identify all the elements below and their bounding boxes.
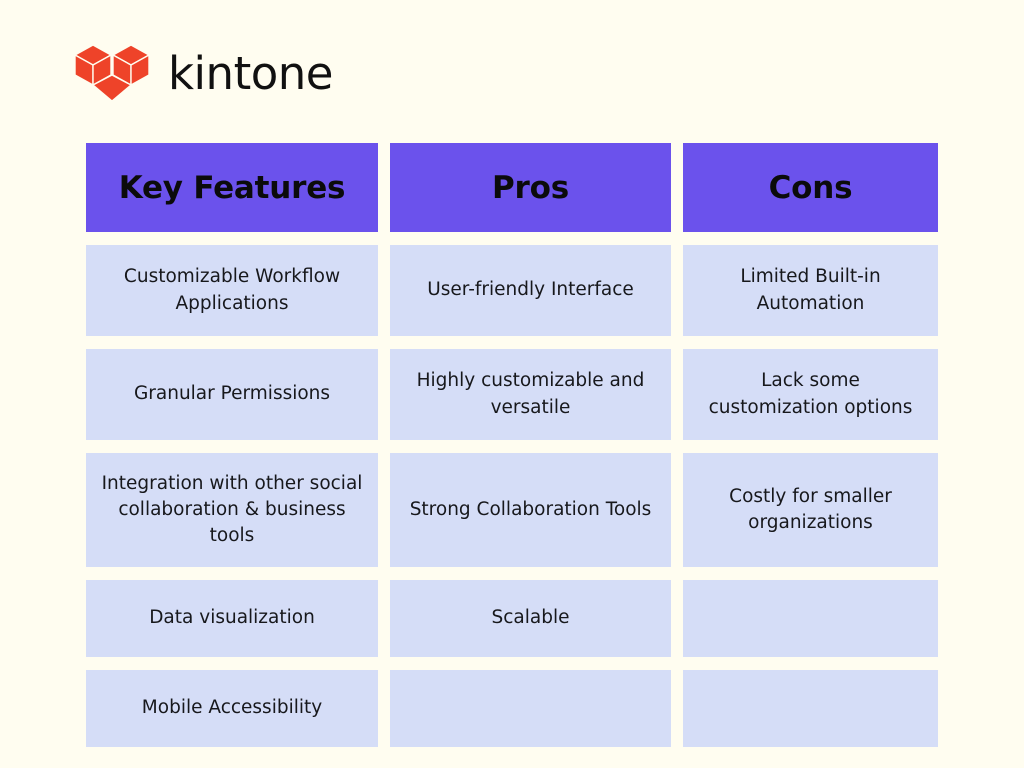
kintone-cubes-logo-icon bbox=[74, 44, 150, 102]
cell-cons bbox=[683, 580, 938, 657]
comparison-table: Key Features Pros Cons Customizable Work… bbox=[86, 143, 938, 747]
cell-cons: Limited Built-in Automation bbox=[683, 245, 938, 336]
cell-pros: Scalable bbox=[390, 580, 671, 657]
column-header-cons: Cons bbox=[683, 143, 938, 232]
cell-key-features: Granular Permissions bbox=[86, 349, 378, 440]
cell-key-features: Data visualization bbox=[86, 580, 378, 657]
cell-cons bbox=[683, 670, 938, 747]
cell-cons: Lack some customization options bbox=[683, 349, 938, 440]
brand-header: kintone bbox=[74, 44, 333, 102]
column-header-key-features: Key Features bbox=[86, 143, 378, 232]
table-header-row: Key Features Pros Cons bbox=[86, 143, 938, 232]
cell-pros bbox=[390, 670, 671, 747]
column-header-pros: Pros bbox=[390, 143, 671, 232]
brand-wordmark: kintone bbox=[168, 46, 333, 100]
table-row: Granular Permissions Highly customizable… bbox=[86, 349, 938, 440]
cell-key-features: Customizable Workflow Applications bbox=[86, 245, 378, 336]
cell-pros: User-friendly Interface bbox=[390, 245, 671, 336]
table-row: Mobile Accessibility bbox=[86, 670, 938, 747]
cell-pros: Highly customizable and versatile bbox=[390, 349, 671, 440]
cell-pros: Strong Collaboration Tools bbox=[390, 453, 671, 567]
cell-key-features: Integration with other social collaborat… bbox=[86, 453, 378, 567]
cell-key-features: Mobile Accessibility bbox=[86, 670, 378, 747]
table-row: Integration with other social collaborat… bbox=[86, 453, 938, 567]
table-row: Customizable Workflow Applications User-… bbox=[86, 245, 938, 336]
cell-cons: Costly for smaller organizations bbox=[683, 453, 938, 567]
table-row: Data visualization Scalable bbox=[86, 580, 938, 657]
